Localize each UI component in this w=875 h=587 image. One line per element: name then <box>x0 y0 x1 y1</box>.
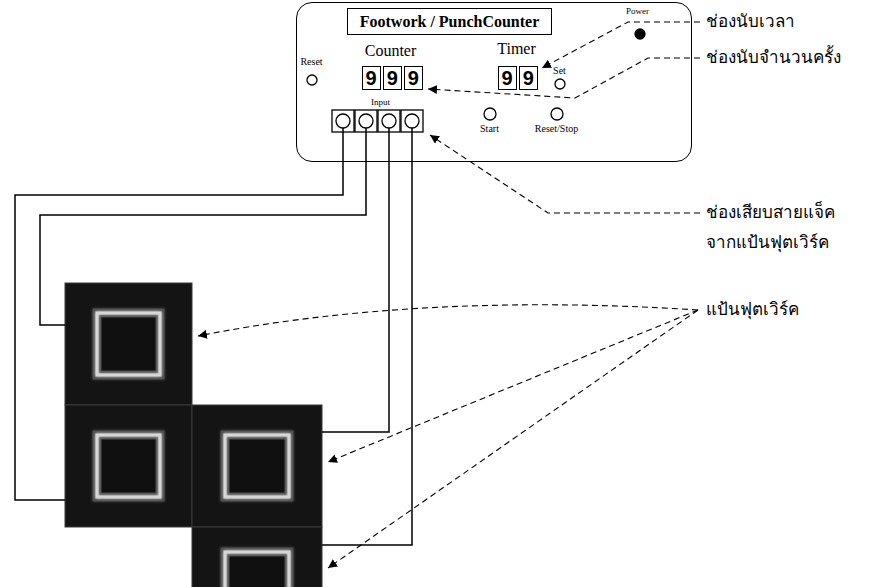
wire <box>322 128 389 432</box>
jack-hole <box>405 114 419 128</box>
pad-ring <box>225 552 289 587</box>
timer-digit: 9 <box>498 66 517 90</box>
counter-digit: 9 <box>362 66 381 90</box>
jack-hole <box>382 114 396 128</box>
counter-digit: 9 <box>383 66 402 90</box>
display-label: Counter <box>365 42 417 60</box>
pad-glow <box>225 552 289 587</box>
leader-lines <box>198 22 700 568</box>
display-digit: 9 <box>387 67 398 89</box>
reset-button <box>307 75 317 85</box>
callout-label: ช่องเสียบสายแจ็ค จากแป้นฟุตเวิร์ค <box>706 198 841 258</box>
button-label: Reset/Stop <box>535 123 578 135</box>
control-box: PowerReset Counter TimerSetInputStart Reset… <box>296 2 692 162</box>
leader-line <box>430 135 700 213</box>
title-text: Footwork / PunchCounter <box>360 12 540 31</box>
pad <box>192 527 322 587</box>
footwork-pads <box>65 283 322 587</box>
callout-label: ช่องนับเวลา <box>706 7 795 37</box>
title-box: Footwork / PunchCounter <box>347 8 553 35</box>
pad <box>65 405 192 527</box>
power-lamp <box>635 29 645 39</box>
display-label: Timer <box>497 40 536 58</box>
stop-button <box>551 108 563 120</box>
timer-digit: 9 <box>519 66 538 90</box>
callout-label: ช่องนับจำนวนครั้ง <box>706 43 841 73</box>
jack-hole <box>336 114 350 128</box>
leader-line <box>542 22 700 68</box>
wire <box>322 128 412 545</box>
button-label: Start <box>480 123 499 135</box>
pad <box>65 283 192 405</box>
pad-ring <box>97 313 160 375</box>
pad-glow <box>97 435 160 497</box>
leader-line <box>198 305 698 336</box>
display-digit: 9 <box>366 67 377 89</box>
jack-wires <box>15 128 412 545</box>
display-digit: 9 <box>523 67 534 89</box>
housing-controls <box>307 29 645 132</box>
wire <box>15 128 343 500</box>
start-button <box>484 108 496 120</box>
callout-label: แป้นฟุตเวิร์ค <box>706 295 799 325</box>
button-label: Reset <box>300 56 322 68</box>
input-label: Input <box>371 97 390 107</box>
pad-glow <box>225 435 289 497</box>
pad <box>192 405 322 527</box>
wire <box>40 128 366 325</box>
display-digit: 9 <box>502 67 513 89</box>
display-digit: 9 <box>408 67 419 89</box>
pad-ring <box>225 435 289 497</box>
jack-hole <box>359 114 373 128</box>
set-button <box>555 79 565 89</box>
pad-ring <box>97 435 160 497</box>
counter-digit: 9 <box>404 66 423 90</box>
pad-glow <box>97 313 160 375</box>
power-label: Power <box>626 6 649 16</box>
leader-line <box>428 58 700 98</box>
button-label: Set <box>553 65 566 77</box>
leader-line <box>328 310 698 568</box>
